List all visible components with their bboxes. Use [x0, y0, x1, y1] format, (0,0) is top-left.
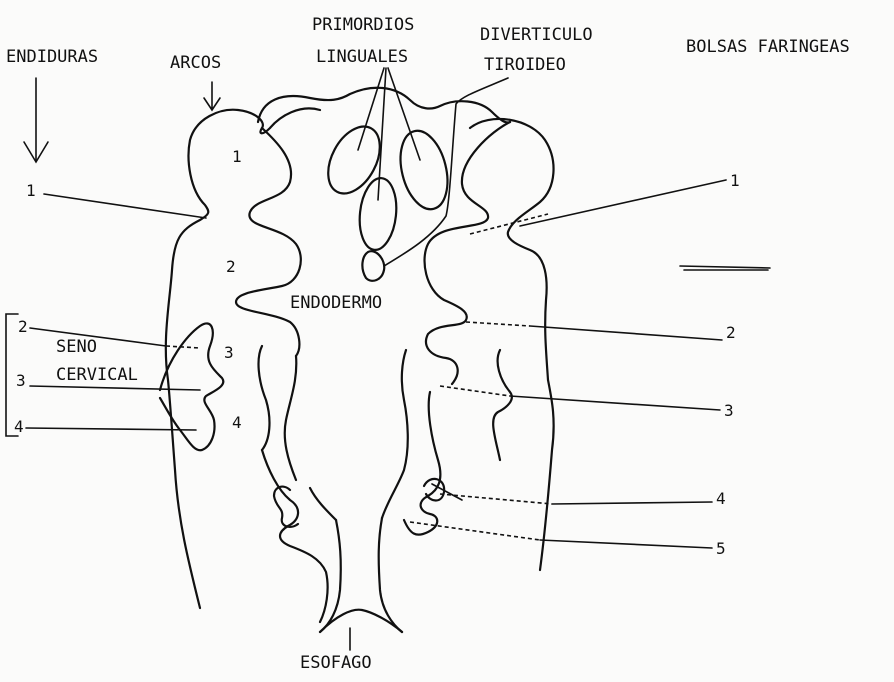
left-arch-3-4-contour — [259, 346, 270, 450]
arch-number-3: 3 — [224, 343, 234, 362]
right-pouch-contour — [404, 392, 440, 535]
cervical-label: CERVICAL — [56, 365, 138, 385]
primordios-label-line2: LINGUALES — [316, 47, 408, 67]
arch-number-1: 1 — [232, 147, 242, 166]
pouch-3-pointer — [510, 396, 720, 410]
cleft-number-3: 3 — [16, 371, 26, 390]
thyroid-diverticulum-blob — [362, 251, 384, 281]
pouch-4-pointer — [552, 502, 712, 504]
bolsas-faringeas-label: BOLSAS FARINGEAS — [686, 37, 850, 57]
pouch-4-arrow — [432, 484, 462, 500]
cleft-2-pointer — [30, 328, 166, 346]
pouch-number-5: 5 — [716, 539, 726, 558]
diverticulo-label-line2: TIROIDEO — [484, 55, 566, 75]
central-pharynx-right-wall — [382, 350, 408, 518]
right-arch-inner-contour — [425, 122, 510, 384]
pouch-5-pointer — [540, 540, 712, 548]
cleft-4-pointer — [26, 428, 196, 430]
pouch-2-dash — [466, 322, 530, 326]
cleft-number-4: 4 — [14, 417, 24, 436]
pouch-4-dash — [440, 494, 552, 504]
cleft-number-2: 2 — [18, 317, 28, 336]
pouch-number-4: 4 — [716, 489, 726, 508]
endodermo-label: ENDODERMO — [290, 293, 382, 313]
right-lower-contour — [493, 350, 512, 460]
esofago-label: ESOFAGO — [300, 653, 372, 673]
cleft-1-pointer — [44, 194, 206, 218]
arcos-label: ARCOS — [170, 53, 221, 73]
cleft-2-dash — [166, 346, 200, 348]
diverticulo-label-line1: DIVERTICULO — [480, 25, 593, 45]
primordios-label-line1: PRIMORDIOS — [312, 15, 414, 35]
pouch-2-pointer — [530, 326, 722, 340]
left-arch-inner-contour — [236, 128, 301, 356]
lingual-primordium-right — [393, 126, 455, 214]
pouch-number-2: 2 — [726, 323, 736, 342]
esophagus-bottom — [320, 610, 402, 632]
cleft-number-1: 1 — [26, 181, 36, 200]
seno-label: SENO — [56, 337, 97, 357]
hendiduras-label: ENDIDURAS — [6, 47, 98, 67]
stray-line — [680, 266, 770, 268]
pouch-number-1: 1 — [730, 171, 740, 190]
arcos-arrow — [204, 82, 220, 110]
pharynx-left-wall — [285, 356, 297, 480]
arch-number-4: 4 — [232, 413, 242, 432]
cleft-3-pointer — [30, 386, 200, 390]
central-pharynx-left-lower — [310, 488, 336, 520]
pouch-number-3: 3 — [724, 401, 734, 420]
arch-number-2: 2 — [226, 257, 236, 276]
pouch-3-dash — [440, 386, 510, 396]
esophagus-right-wall — [379, 518, 402, 632]
